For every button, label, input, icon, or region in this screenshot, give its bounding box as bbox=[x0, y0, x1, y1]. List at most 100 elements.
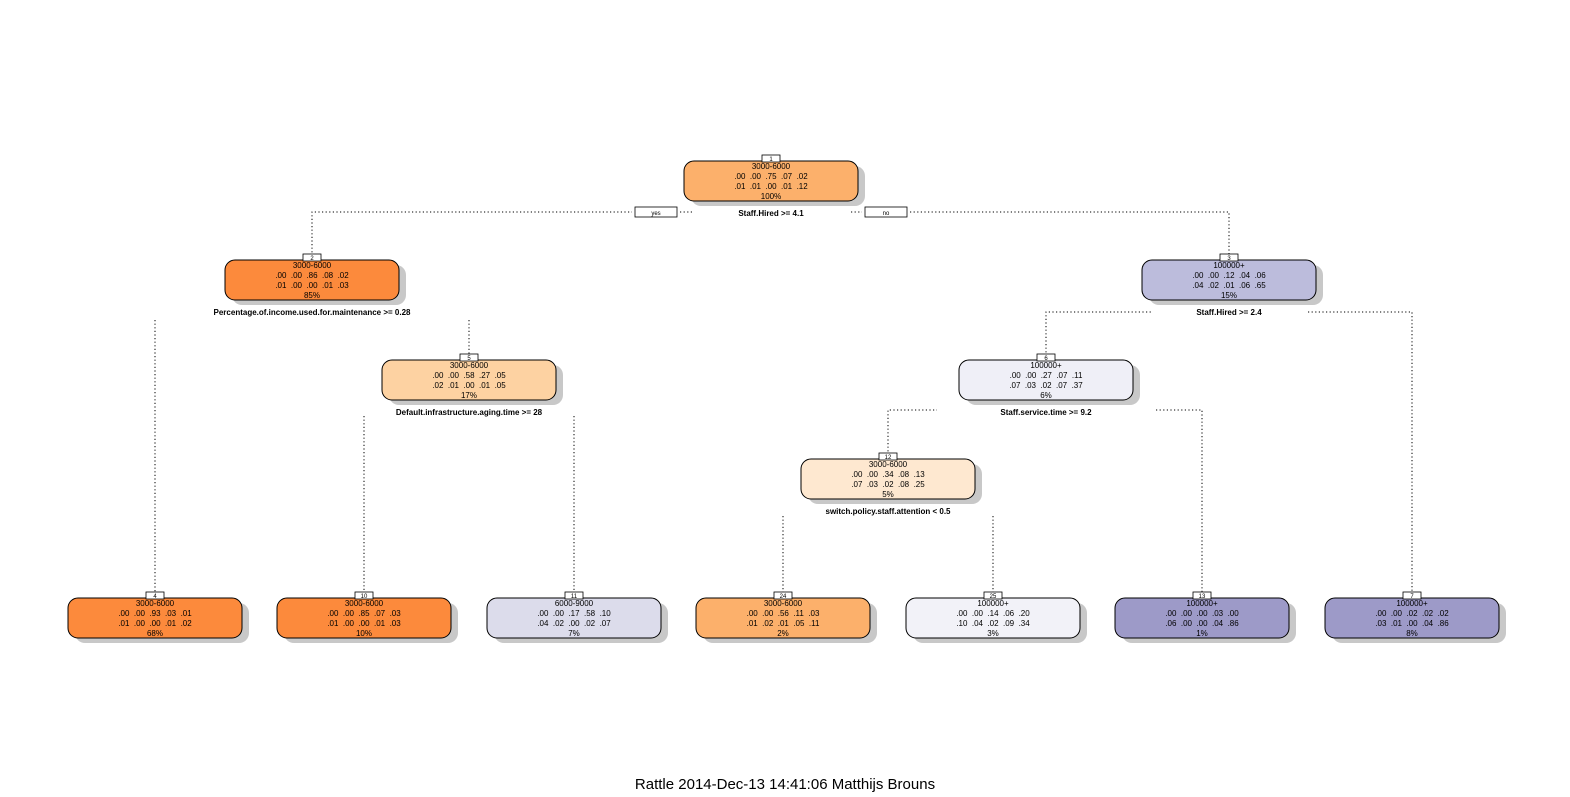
node-probs-row1: .00 .00 .27 .07 .11 bbox=[1010, 371, 1083, 380]
node-id-tab bbox=[1402, 591, 1422, 600]
node-class-label: 3000-6000 bbox=[764, 599, 803, 608]
node-probs-row2: .04 .02 .01 .06 .65 bbox=[1192, 281, 1266, 290]
node-split-rule: Staff.Hired >= 2.4 bbox=[1196, 308, 1262, 317]
node-percent-label: 100% bbox=[761, 192, 781, 201]
footer-caption: Rattle 2014-Dec-13 14:41:06 Matthijs Bro… bbox=[634, 776, 936, 793]
node-probs-row1: .00 .00 .75 .07 .02 bbox=[734, 172, 808, 181]
node-probs-row1: .00 .00 .34 .08 .13 bbox=[851, 470, 925, 479]
node-probs-row2: .10 .04 .02 .09 .34 bbox=[956, 619, 1030, 628]
node-probs-row1: .00 .00 .14 .06 .20 bbox=[956, 609, 1030, 618]
node-probs-row1: .00 .00 .93 .03 .01 bbox=[118, 609, 192, 618]
node-class-label: 100000+ bbox=[977, 599, 1009, 608]
node-probs-row1: .00 .00 .58 .27 .05 bbox=[432, 371, 506, 380]
node-probs-row2: .01 .01 .00 .01 .12 bbox=[734, 182, 808, 191]
tree-edge bbox=[311, 211, 632, 256]
node-id-tab bbox=[354, 591, 374, 600]
node-id-tab bbox=[145, 591, 165, 600]
node-id-label: 4 bbox=[153, 594, 157, 600]
node-class-label: 3000-6000 bbox=[293, 261, 332, 270]
node-id-tab bbox=[773, 591, 793, 600]
node-id-tab bbox=[761, 154, 781, 163]
node-class-label: 3000-6000 bbox=[752, 162, 791, 171]
node-probs-row1: .00 .00 .85 .07 .03 bbox=[327, 609, 401, 618]
node-percent-label: 1% bbox=[1196, 629, 1208, 638]
node-percent-label: 7% bbox=[568, 629, 580, 638]
node-split-rule: Staff.service.time >= 9.2 bbox=[1000, 408, 1092, 417]
node-id-label: 1 bbox=[769, 157, 773, 163]
node-id-tab bbox=[983, 591, 1003, 600]
node-probs-row1: .00 .00 .02 .02 .02 bbox=[1375, 609, 1449, 618]
node-class-label: 3000-6000 bbox=[136, 599, 175, 608]
node-probs-row1: .00 .00 .86 .08 .02 bbox=[275, 271, 349, 280]
node-class-label: 100000+ bbox=[1030, 361, 1062, 370]
node-probs-row1: .00 .00 .17 .58 .10 bbox=[537, 609, 611, 618]
node-class-label: 100000+ bbox=[1396, 599, 1428, 608]
node-id-label: 5 bbox=[467, 356, 471, 362]
node-percent-label: 10% bbox=[356, 629, 372, 638]
node-probs-row1: .00 .00 .12 .04 .06 bbox=[1192, 271, 1266, 280]
node-probs-row2: .01 .00 .00 .01 .02 bbox=[118, 619, 192, 628]
node-percent-label: 5% bbox=[882, 490, 894, 499]
node-probs-row2: .07 .03 .02 .07 .37 bbox=[1009, 381, 1083, 390]
node-probs-row2: .03 .01 .00 .04 .86 bbox=[1375, 619, 1449, 628]
node-percent-label: 6% bbox=[1040, 391, 1052, 400]
node-class-label: 6000-9000 bbox=[555, 599, 594, 608]
node-id-tab bbox=[878, 452, 898, 461]
tree-edge bbox=[1308, 311, 1413, 594]
node-id-label: 12 bbox=[885, 455, 892, 461]
node-class-label: 3000-6000 bbox=[450, 361, 489, 370]
tree-edge bbox=[910, 211, 1230, 256]
node-probs-row2: .06 .00 .00 .04 .86 bbox=[1165, 619, 1239, 628]
node-id-label: 2 bbox=[310, 256, 314, 262]
node-probs-row2: .01 .00 .00 .01 .03 bbox=[275, 281, 349, 290]
node-class-label: 100000+ bbox=[1186, 599, 1218, 608]
node-id-label: 25 bbox=[990, 594, 997, 600]
tree-edge bbox=[887, 409, 937, 455]
node-percent-label: 85% bbox=[304, 291, 320, 300]
node-class-label: 100000+ bbox=[1213, 261, 1245, 270]
node-id-tab bbox=[1219, 253, 1239, 262]
node-probs-row2: .01 .00 .00 .01 .03 bbox=[327, 619, 401, 628]
node-split-rule: Default.infrastructure.aging.time >= 28 bbox=[396, 408, 543, 417]
node-id-label: 11 bbox=[571, 594, 578, 600]
node-percent-label: 15% bbox=[1221, 291, 1237, 300]
node-id-label: 13 bbox=[1199, 594, 1206, 600]
node-percent-label: 2% bbox=[777, 629, 789, 638]
branch-labels: yes no bbox=[634, 206, 908, 218]
tree-edge bbox=[1156, 409, 1203, 594]
node-id-label: 6 bbox=[1044, 356, 1048, 362]
node-id-tab bbox=[564, 591, 584, 600]
node-probs-row1: .00 .00 .56 .11 .03 bbox=[747, 609, 820, 618]
node-probs-row2: .07 .03 .02 .08 .25 bbox=[851, 480, 925, 489]
node-id-tab bbox=[1192, 591, 1212, 600]
tree-edges bbox=[154, 211, 1413, 594]
node-id-label: 7 bbox=[1410, 594, 1414, 600]
node-id-tab bbox=[302, 253, 322, 262]
branch-label-no: no bbox=[883, 211, 890, 217]
node-split-rule: switch.policy.staff.attention < 0.5 bbox=[826, 507, 952, 516]
node-id-label: 24 bbox=[780, 594, 787, 600]
node-id-label: 3 bbox=[1227, 256, 1231, 262]
node-probs-row1: .00 .00 .00 .03 .00 bbox=[1165, 609, 1239, 618]
node-percent-label: 3% bbox=[987, 629, 999, 638]
node-class-label: 3000-6000 bbox=[869, 460, 908, 469]
node-id-tab bbox=[459, 353, 479, 362]
tree-edge bbox=[1045, 311, 1152, 356]
node-split-rule: Staff.Hired >= 4.1 bbox=[738, 209, 804, 218]
node-percent-label: 17% bbox=[461, 391, 477, 400]
node-probs-row2: .04 .02 .00 .02 .07 bbox=[537, 619, 611, 628]
branch-label-yes: yes bbox=[651, 211, 660, 217]
